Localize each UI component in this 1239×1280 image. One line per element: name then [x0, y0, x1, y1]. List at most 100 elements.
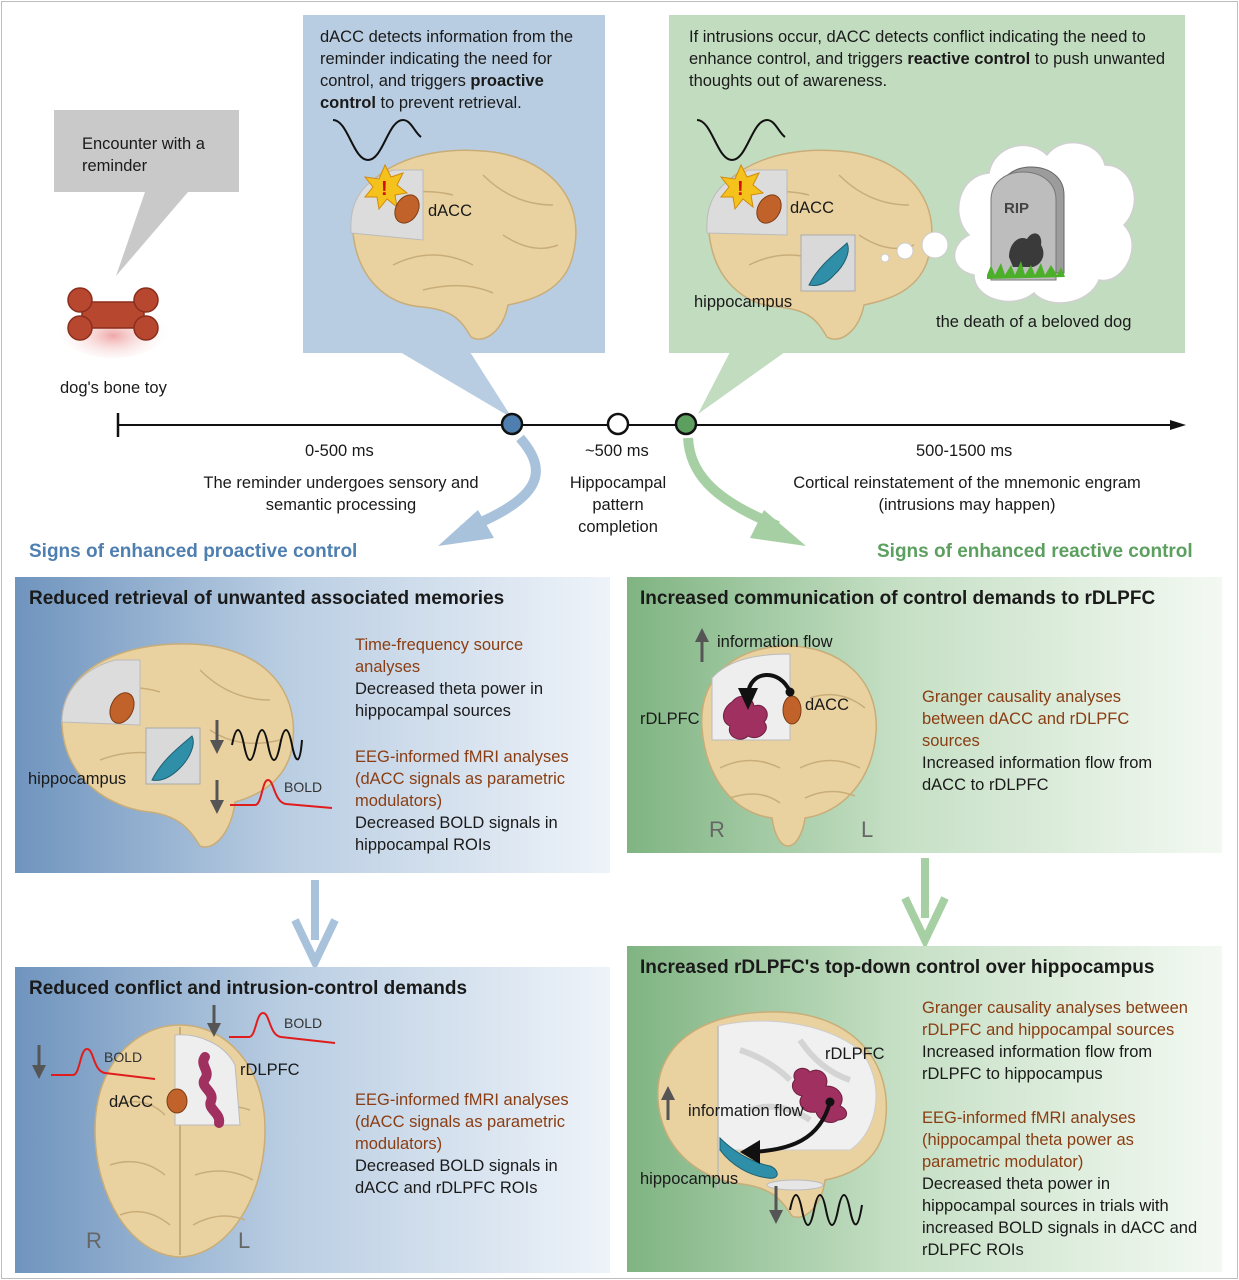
timepoint-pattern-completion-marker — [606, 412, 630, 436]
dacc-region-icon — [782, 695, 802, 725]
timeline-arrowhead — [1170, 420, 1186, 430]
panel-a-hippocampus-label: hippocampus — [28, 770, 127, 788]
panel-b-method-1: EEG-informed fMRI analyses (dACC signals… — [355, 1091, 569, 1153]
eeg-wave-icon — [696, 118, 786, 162]
panel-c-result-1: Increased information flow from dACC to … — [922, 754, 1153, 794]
reactive-hippocampus-label: hippocampus — [694, 293, 793, 311]
decrease-arrow-theta-icon — [210, 740, 224, 754]
panel-a-bold-label: BOLD — [284, 779, 323, 795]
proactive-trigger-text: dACC detects information from the remind… — [320, 28, 574, 112]
panel-d-result-2: Decreased theta power in hippocampal sou… — [922, 1175, 1198, 1259]
panel-d-title: Increased rDLPFC's top-down control over… — [640, 957, 1155, 978]
dacc-region-icon — [166, 1088, 188, 1114]
dacc-region-icon — [109, 692, 135, 724]
eeg-wave-icon — [332, 118, 422, 162]
conflict-alert-icon — [363, 163, 409, 211]
panel-d-method-1: Granger causality analyses between rDLPF… — [922, 999, 1188, 1039]
rdlpfc-region-icon — [723, 695, 768, 740]
bold-curve-rdlpfc-icon — [229, 1011, 336, 1044]
panel-c-rdlpfc-label: rDLPFC — [640, 710, 700, 728]
panel-c-method-1: Granger causality analyses between dACC … — [922, 688, 1130, 750]
panel-c-left-label: L — [861, 817, 874, 842]
panel-b-right-label: R — [86, 1228, 102, 1253]
phase1-time: 0-500 ms — [305, 442, 374, 460]
reminder-speech-bubble — [54, 110, 239, 276]
panel-a-result-1: Decreased theta power in hippocampal sou… — [355, 680, 544, 720]
panel-a-title: Reduced retrieval of unwanted associated… — [29, 588, 505, 609]
phase2-time: ~500 ms — [585, 442, 649, 460]
panel-d-result-1: Increased information flow from rDLPFC t… — [922, 1043, 1153, 1083]
panel-a-brain-illustration — [61, 643, 333, 848]
proactive-curved-arrow — [438, 510, 494, 546]
timepoint-proactive-marker — [500, 412, 524, 436]
panel-d-method-2: EEG-informed fMRI analyses (hippocampal … — [922, 1109, 1136, 1171]
proactive-dacc-label: dACC — [428, 202, 473, 220]
panel-a-result-2: Decreased BOLD signals in hippocampal RO… — [355, 814, 558, 854]
reactive-dacc-label: dACC — [790, 199, 835, 217]
panel-b-left-label: L — [238, 1228, 251, 1253]
proactive-heading: Signs of enhanced proactive control — [29, 541, 358, 562]
tombstone-text: RIP — [1004, 200, 1029, 217]
decrease-arrow-rdlpfc-icon — [207, 1023, 221, 1037]
decrease-arrow-theta-icon — [769, 1210, 783, 1224]
decrease-arrow-bold-icon — [210, 800, 224, 814]
phase2-description: Hippocampal pattern completion — [569, 474, 667, 536]
panel-b-rdlpfc-label: rDLPFC — [240, 1061, 300, 1079]
timepoint-reactive-marker — [674, 412, 698, 436]
increase-arrow-icon — [661, 1086, 675, 1100]
dacc-region-icon — [756, 194, 782, 224]
panel-b-title: Reduced conflict and intrusion-control d… — [29, 978, 468, 999]
panel-b-brain-illustration — [32, 1005, 336, 1258]
proactive-brain-illustration: ! — [332, 118, 577, 340]
panel-d-flow-label: information flow — [688, 1102, 804, 1120]
panel-d-rdlpfc-label: rDLPFC — [825, 1045, 885, 1063]
panel-c-dacc-label: dACC — [805, 696, 850, 714]
hippocampus-region-icon — [151, 735, 194, 781]
hippocampus-region-icon — [719, 1136, 778, 1179]
bone-toy-label: dog's bone toy — [60, 379, 167, 397]
panel-a-method-2: EEG-informed fMRI analyses (dACC signals… — [355, 748, 569, 810]
timeline — [116, 412, 1186, 546]
reactive-heading: Signs of enhanced reactive control — [877, 541, 1193, 562]
rdlpfc-region-icon — [198, 1052, 225, 1128]
phase3-description: Cortical reinstatement of the mnemonic e… — [793, 474, 1141, 514]
thought-caption: the death of a beloved dog — [936, 313, 1132, 331]
reminder-bubble-text: Encounter with a reminder — [82, 135, 205, 175]
panel-d-hippocampus-label: hippocampus — [640, 1170, 739, 1188]
reactive-brain-illustration: ! RIP — [696, 118, 1136, 340]
theta-wave-icon — [789, 1194, 863, 1226]
dog-silhouette-icon — [1009, 233, 1044, 267]
svg-text:!: ! — [381, 178, 388, 200]
panel-c-flow-label: information flow — [717, 633, 833, 651]
theta-wave-icon — [231, 729, 303, 761]
panel-c-title: Increased communication of control deman… — [640, 588, 1156, 609]
arrow-panel-a-to-b — [291, 880, 339, 970]
panel-b-bold-label-1: BOLD — [104, 1049, 143, 1065]
panel-b-dacc-label: dACC — [109, 1093, 154, 1111]
decrease-arrow-dacc-icon — [32, 1065, 46, 1079]
reactive-callout-tail — [698, 352, 785, 414]
reactive-trigger-text: If intrusions occur, dACC detects confli… — [689, 28, 1166, 90]
increase-arrow-icon — [695, 628, 709, 642]
information-flow-arrow-icon — [740, 1140, 760, 1164]
panel-a-method-1: Time-frequency source analyses — [355, 636, 524, 676]
panel-c-right-label: R — [709, 817, 725, 842]
hippocampus-region-icon — [808, 242, 849, 286]
phase3-time: 500-1500 ms — [916, 442, 1013, 460]
bold-curve-icon — [230, 778, 333, 809]
dacc-region-icon — [394, 194, 420, 224]
phase1-description: The reminder undergoes sensory and seman… — [203, 474, 479, 514]
proactive-callout-tail — [400, 352, 512, 418]
svg-text:!: ! — [737, 178, 744, 200]
arrow-panel-c-to-d — [901, 858, 949, 948]
panel-b-result-1: Decreased BOLD signals in dACC and rDLPF… — [355, 1157, 558, 1197]
panel-b-bold-label-2: BOLD — [284, 1015, 323, 1031]
bone-toy-icon — [59, 287, 167, 358]
rdlpfc-region-icon — [791, 1067, 847, 1123]
information-flow-arrow-icon — [738, 688, 758, 710]
panel-d-brain-illustration — [657, 1011, 888, 1226]
conflict-alert-icon — [719, 163, 765, 211]
bold-curve-dacc-icon — [51, 1047, 156, 1080]
panel-c-brain-illustration — [695, 628, 877, 847]
